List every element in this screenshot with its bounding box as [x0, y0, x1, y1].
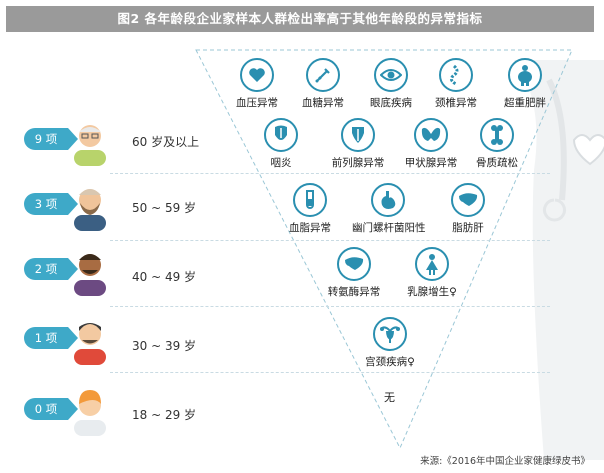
test-tube-icon: [306, 190, 314, 209]
row-separator: [110, 173, 550, 174]
count-badge: 9 项: [24, 128, 78, 150]
count-badge: 3 项: [24, 193, 78, 215]
indicator-cervical-disease: 宫颈疾病♀: [354, 317, 426, 369]
syringe-icon: [315, 68, 330, 83]
indicator-h-pylori: 幽门螺杆菌阳性: [352, 183, 426, 235]
elderly-man-avatar-icon: [74, 125, 106, 166]
stomach-icon: [381, 191, 396, 209]
indicator-cervical-spine: 颈椎异常: [420, 58, 492, 110]
age-label: 30 ~ 39 岁: [132, 339, 197, 353]
indicator-blood-lipid: 血脂异常: [274, 183, 346, 235]
age-label: 50 ~ 59 岁: [132, 201, 197, 215]
overweight-person-icon: [518, 65, 532, 86]
count-badge: 2 项: [24, 258, 78, 280]
eye-icon: [380, 69, 402, 81]
row-separator: [110, 306, 550, 307]
heart-icon: [249, 68, 265, 82]
man-avatar-icon: [74, 254, 106, 296]
age-label: 18 ~ 29 岁: [132, 408, 197, 422]
figure-title: 图2 各年龄段企业家样本人群检出率高于其他年龄段的异常指标: [6, 6, 594, 32]
indicator-prostate: 前列腺异常: [322, 118, 394, 170]
throat-icon: [275, 125, 287, 140]
female-figure-icon: [426, 254, 438, 275]
indicator-transaminase: 转氨酶异常: [318, 247, 390, 299]
indicator-fatty-liver: 脂肪肝: [432, 183, 504, 235]
indicator-thyroid: 甲状腺异常: [395, 118, 467, 170]
source-note: 来源:《2016年中国企业家健康绿皮书》: [420, 456, 590, 467]
count-badge: 0 项: [24, 398, 78, 420]
liver-icon: [459, 193, 478, 206]
row-separator: [110, 372, 550, 373]
indicator-pharyngitis: 咽炎: [245, 118, 317, 170]
liver-icon: [345, 257, 364, 270]
youth-avatar-icon: [74, 390, 106, 436]
age-label: 40 ~ 49 岁: [132, 270, 197, 284]
indicator-breast-hyperplasia: 乳腺增生♀: [396, 247, 468, 299]
none-label: 无: [384, 391, 395, 404]
count-badge: 1 项: [24, 327, 78, 349]
young-man-avatar-icon: [74, 323, 106, 365]
indicator-fundus-disease: 眼底疾病: [355, 58, 427, 110]
uterus-icon: [380, 326, 400, 343]
indicator-blood-sugar: 血糖异常: [287, 58, 359, 110]
bone-icon: [491, 125, 503, 145]
prostate-icon: [352, 127, 364, 143]
indicator-blood-pressure: 血压异常: [221, 58, 293, 110]
indicator-obesity: 超重肥胖: [489, 58, 561, 110]
spine-icon: [449, 64, 459, 86]
indicator-osteoporosis: 骨质疏松: [461, 118, 533, 170]
thyroid-icon: [421, 127, 441, 141]
bearded-man-avatar-icon: [74, 189, 106, 231]
age-label: 60 岁及以上: [132, 135, 200, 149]
row-separator: [110, 240, 550, 241]
